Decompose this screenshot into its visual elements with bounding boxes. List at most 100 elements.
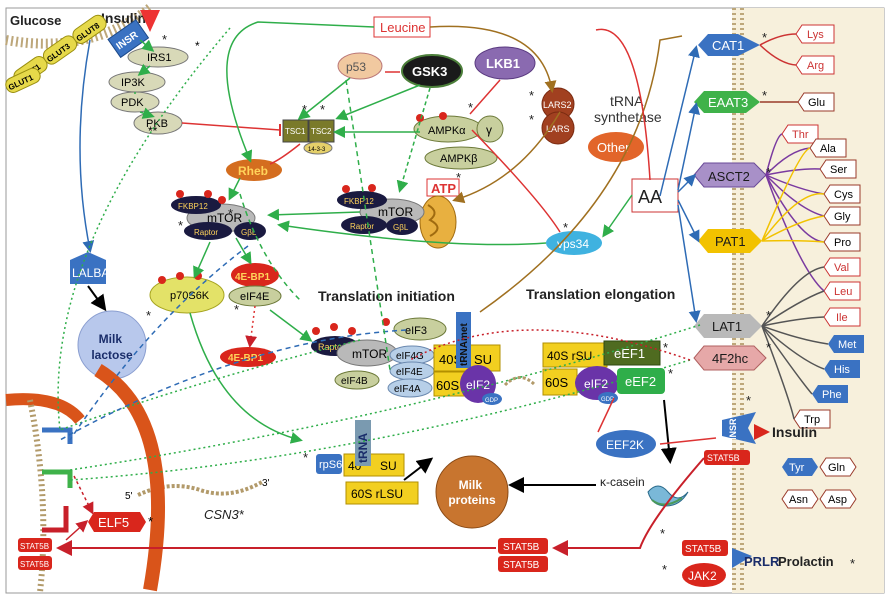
svg-text:*: * (766, 340, 771, 355)
aa-label: AA (638, 187, 662, 207)
amino-acid-tags: Lys Arg Glu Thr Ala Ser Cys Gly Pro Val … (781, 24, 864, 509)
svg-text:*: * (850, 556, 855, 571)
insulin-ligand-icon (140, 10, 160, 32)
insr-right: INSR (722, 412, 770, 444)
svg-text:*: * (148, 514, 153, 529)
pi3k-cascade: IRS1 IP3K PDK PKB * ** (108, 39, 200, 138)
eef2k-label: EEF2K (606, 438, 644, 452)
milk-proteins-label: Milk proteins (448, 478, 496, 507)
aa-asp: Asp (828, 494, 847, 506)
milk-word: Milk (99, 332, 123, 346)
asterisk-marks: * ** ** ** ** ** * ** ** * * ** ** * * (146, 30, 855, 577)
svg-text:*: * (320, 102, 325, 117)
eif4a-label: eIF4A (394, 384, 421, 395)
svg-text:*: * (563, 220, 568, 235)
rsu40-label: 40S rSU (547, 349, 592, 363)
transporter-lat1: LAT1 (694, 314, 762, 338)
asct2-label: ASCT2 (708, 169, 750, 184)
svg-text:*: * (529, 112, 534, 127)
mrna-strand (137, 480, 263, 497)
svg-text:*: * (660, 526, 665, 541)
mtorc1-fkbp12: FKBP12 (178, 202, 208, 211)
ampkg-label: γ (486, 123, 492, 137)
aa-his: His (834, 364, 850, 376)
tic-raptor: Raptor (318, 342, 345, 352)
svg-text:*: * (529, 88, 534, 103)
svg-text:*: * (468, 100, 473, 115)
lkb1-label: LKB1 (486, 56, 520, 71)
atp-label: ATP (431, 181, 456, 196)
milk-word-2: Milk (459, 478, 483, 492)
prolactin-label: Prolactin (778, 554, 834, 569)
eaat3-label: EAAT3 (708, 95, 748, 110)
gsk3-label: GSK3 (412, 64, 447, 79)
lalba-label: LALBA (72, 266, 109, 280)
svg-text:*: * (234, 302, 239, 317)
eif4e-label: eIF4E (240, 291, 269, 303)
svg-text:*: * (668, 366, 673, 381)
svg-text:*: * (195, 39, 200, 53)
aa-pro: Pro (834, 237, 851, 249)
ebp1-free-label: 4E-BP1 (228, 353, 263, 364)
rps6-label: rpS6 (319, 459, 342, 471)
svg-text:*: * (228, 206, 233, 221)
p1433-label: 14-3-3 (308, 147, 326, 153)
nuclear-envelope-top (5, 393, 85, 425)
vps34-label: vps34 (557, 237, 589, 251)
gdp-label: GDP (485, 398, 498, 404)
pathway-arrows (56, 21, 717, 556)
svg-text:*: * (146, 308, 151, 323)
aa-gly: Gly (834, 211, 851, 223)
rheb-label: Rheb (238, 164, 268, 178)
svg-text:*: * (302, 102, 307, 117)
aa-phe: Phe (822, 389, 842, 401)
su60-label: 60S (436, 378, 459, 393)
svg-text:*: * (762, 30, 767, 45)
aa-lys: Lys (807, 29, 824, 41)
svg-text:**: ** (148, 124, 158, 138)
svg-text:*: * (762, 88, 767, 103)
stat5b-cyto-b: STAT5B (503, 560, 540, 571)
proteins-word: proteins (448, 493, 496, 507)
aa-thr: Thr (792, 129, 809, 141)
trna-word: tRNA (610, 93, 644, 109)
eif2-label: eIF2 (466, 378, 490, 392)
milk-lactose-label: Milk lactose (91, 332, 133, 362)
trna-label: tRNA (356, 433, 370, 463)
initiation-complex: eIF3 Raptor mTOR eIF4G eIF4E eIF4B eIF4A (311, 317, 447, 398)
csn3-label: CSN3* (204, 507, 245, 522)
svg-text:*: * (303, 450, 308, 465)
mtorc2-raptor: Raptor (350, 222, 374, 231)
transporter-pat1: PAT1 (698, 229, 762, 253)
svg-text:*: * (662, 562, 667, 577)
insr-receptor: INSR (107, 19, 150, 59)
aa-cys: Cys (834, 189, 853, 201)
pat1-label: PAT1 (715, 234, 746, 249)
svg-text:*: * (766, 165, 771, 180)
aa-gln: Gln (828, 462, 845, 474)
insulin-right-label: Insulin (772, 424, 817, 440)
other-label: Other (597, 140, 630, 155)
svg-text:*: * (178, 218, 183, 233)
4f2hc-label: 4F2hc (712, 351, 749, 366)
transporter-4f2hc: 4F2hc (693, 345, 767, 371)
gdp2-label: GDP (601, 397, 614, 403)
mtorc1-mtor: mTOR (207, 211, 242, 225)
aa-glu: Glu (808, 97, 825, 109)
aa-connectors (759, 33, 829, 420)
ampka-label: AMPKα (428, 125, 466, 137)
tsc2-label: TSC2 (311, 127, 332, 136)
aa-ser: Ser (830, 164, 847, 176)
cat1-label: CAT1 (712, 38, 744, 53)
insr-right-label: INSR (728, 418, 738, 440)
synthetase-word: synthetase (594, 109, 662, 125)
aa-arg: Arg (807, 60, 824, 72)
tsc1-label: TSC1 (285, 127, 306, 136)
aa-asn: Asn (789, 494, 808, 506)
nuclear-envelope-right (94, 364, 165, 592)
svg-text:*: * (162, 32, 167, 47)
eif4g-label: eIF4G (396, 351, 424, 362)
stat5b-cyto-a: STAT5B (503, 542, 540, 553)
aa-trp: Trp (804, 414, 820, 426)
